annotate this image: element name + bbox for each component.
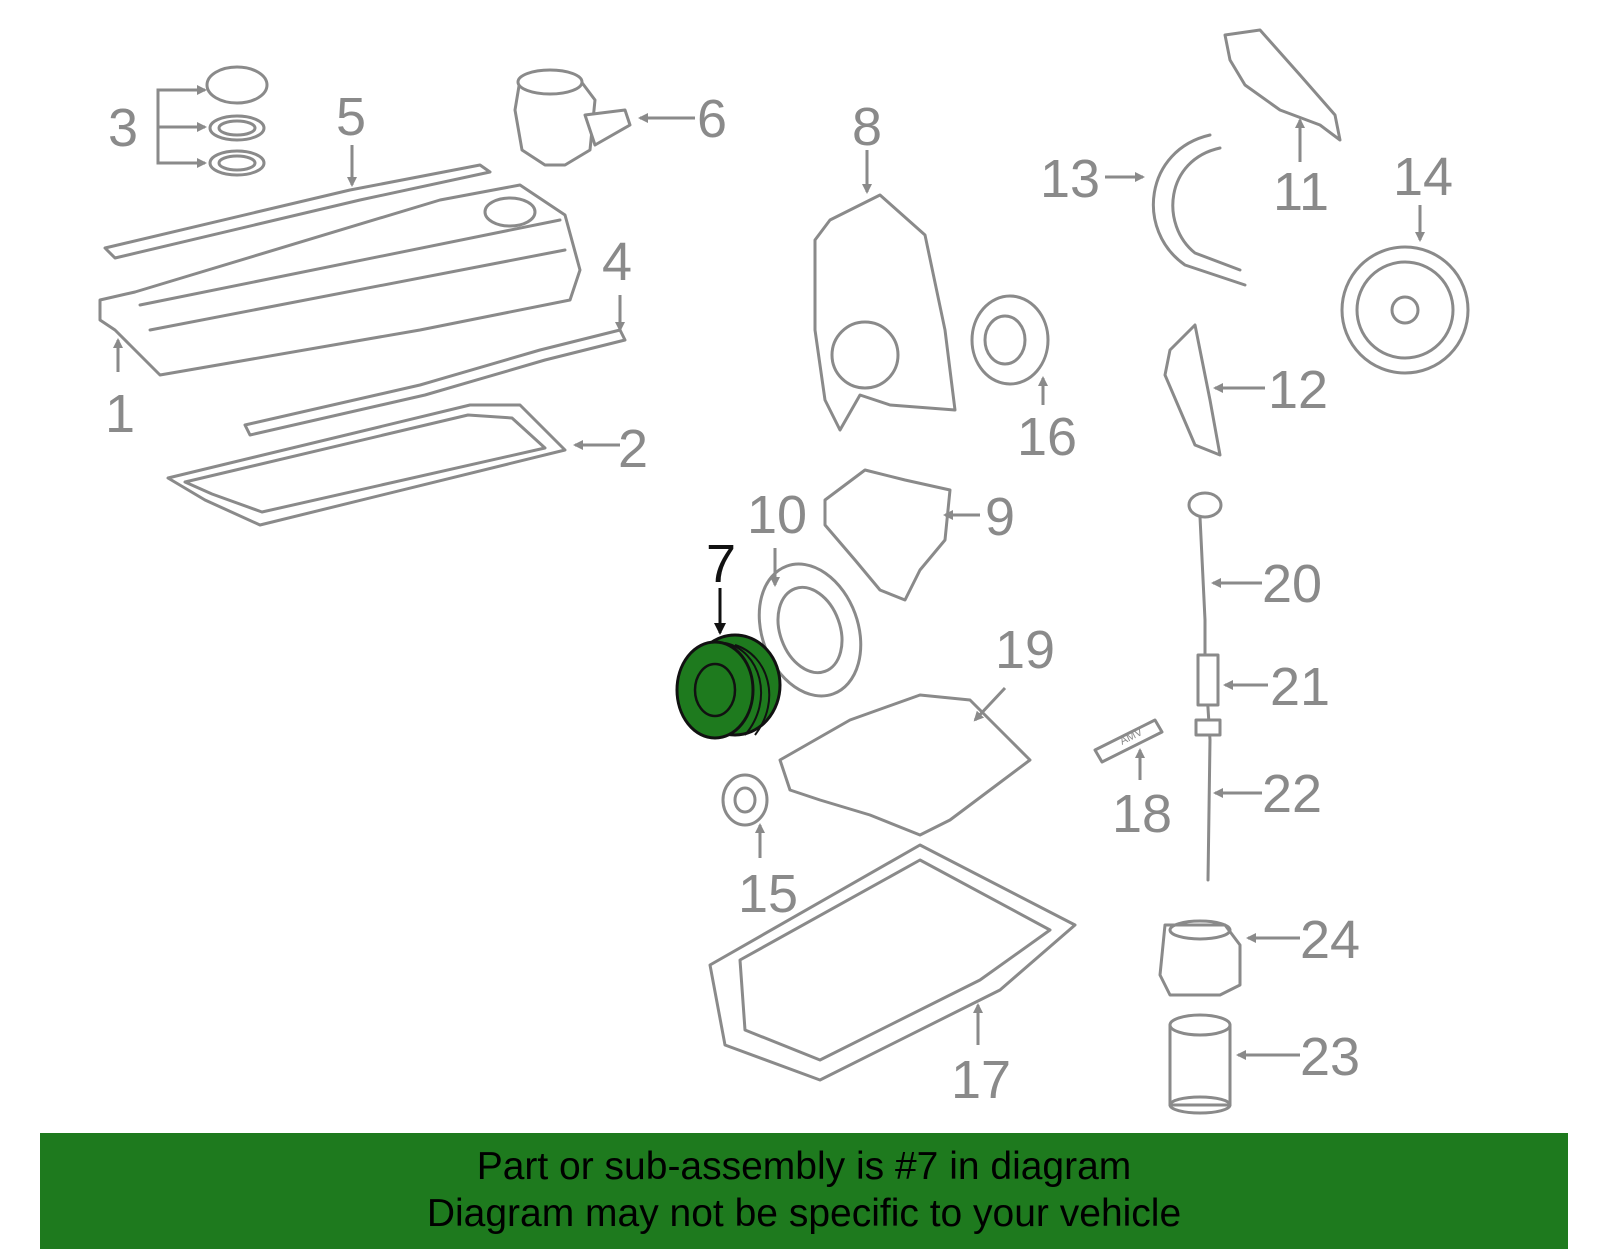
callout-21[interactable]: 21 [1270, 657, 1330, 717]
part-14-sprocket[interactable] [1340, 245, 1470, 375]
callout-20[interactable]: 20 [1262, 554, 1322, 614]
callout-15[interactable]: 15 [738, 864, 798, 924]
part-6-breather[interactable] [513, 68, 632, 167]
part-18-sealant-tube[interactable]: AMV [1093, 718, 1164, 764]
callout-23[interactable]: 23 [1300, 1027, 1360, 1087]
callout-9[interactable]: 9 [985, 487, 1015, 547]
part-7-crankshaft-pulley[interactable] [675, 633, 782, 740]
callout-4[interactable]: 4 [602, 232, 632, 292]
part-5-gasket-strip[interactable] [103, 163, 492, 260]
callout-labels: 1 2 3 4 5 6 7 8 9 10 11 12 13 14 15 16 1… [105, 87, 1453, 1110]
callout-10[interactable]: 10 [747, 485, 807, 545]
part-4-gasket[interactable] [243, 328, 627, 437]
part-3-filler-cap[interactable] [205, 65, 269, 177]
banner-line-1: Part or sub-assembly is #7 in diagram [476, 1145, 1132, 1188]
part-8-timing-cover[interactable] [813, 193, 957, 432]
callout-5[interactable]: 5 [336, 87, 366, 147]
callout-8[interactable]: 8 [852, 97, 882, 157]
part-20-22-dipstick[interactable] [1187, 491, 1223, 882]
callout-24[interactable]: 24 [1300, 910, 1360, 970]
part-17-oil-pan[interactable] [708, 843, 1077, 1082]
part-2-gasket[interactable] [166, 403, 567, 527]
part-15-crank-gear[interactable] [721, 773, 769, 827]
banner-line-2: Diagram may not be specific to your vehi… [426, 1192, 1182, 1235]
callout-11[interactable]: 11 [1273, 162, 1329, 222]
leader-lines [113, 85, 1425, 1060]
part-11-upper-cover[interactable] [1223, 28, 1342, 142]
callout-14[interactable]: 14 [1393, 147, 1453, 207]
callout-3[interactable]: 3 [108, 98, 138, 158]
part-19-baffle[interactable] [778, 693, 1032, 837]
callout-2[interactable]: 2 [618, 419, 648, 479]
part-9-cover[interactable] [823, 468, 952, 602]
part-16-tensioner[interactable] [970, 294, 1050, 386]
callout-13[interactable]: 13 [1040, 149, 1100, 209]
part-23-oil-filter[interactable] [1168, 1013, 1232, 1115]
part-1-valve-cover[interactable] [98, 183, 582, 377]
callout-12[interactable]: 12 [1268, 360, 1328, 420]
callout-1[interactable]: 1 [105, 384, 135, 444]
callout-18[interactable]: 18 [1112, 784, 1172, 844]
callout-16[interactable]: 16 [1017, 407, 1077, 467]
info-banner: Part or sub-assembly is #7 in diagram Di… [40, 1133, 1568, 1249]
callout-19[interactable]: 19 [995, 620, 1055, 680]
callout-22[interactable]: 22 [1262, 764, 1322, 824]
part-13-timing-belt[interactable] [1151, 133, 1247, 287]
callout-6[interactable]: 6 [697, 89, 727, 149]
callout-17[interactable]: 17 [951, 1050, 1011, 1110]
callout-7[interactable]: 7 [706, 534, 736, 594]
part-24-filter-housing[interactable] [1158, 919, 1242, 997]
part-12-rear-cover[interactable] [1163, 323, 1222, 457]
